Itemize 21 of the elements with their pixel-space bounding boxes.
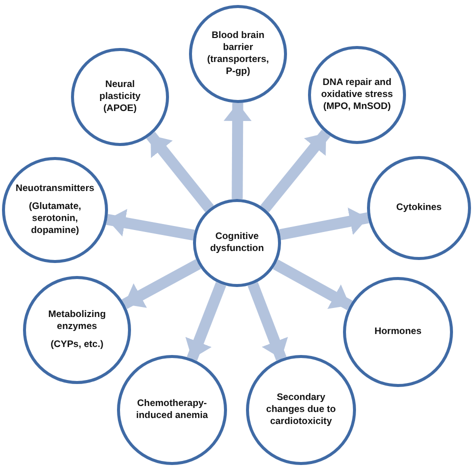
block-arrow bbox=[260, 130, 330, 212]
block-arrow bbox=[122, 259, 201, 310]
block-arrow bbox=[248, 282, 288, 361]
block-arrow bbox=[224, 102, 252, 200]
circle-label: Secondary changes due to cardiotoxicity bbox=[265, 392, 337, 428]
block-arrow bbox=[185, 282, 226, 361]
block-arrow bbox=[279, 207, 369, 240]
circle-label: DNA repair and oxidative stress (MPO, MnSOD) bbox=[321, 77, 393, 113]
block-arrow bbox=[106, 208, 195, 241]
circle-label: Metabolizing enzymes bbox=[47, 309, 107, 333]
circle-label: Chemotherapy-induced anemia bbox=[135, 398, 209, 422]
circle-label: Cognitive dysfunction bbox=[209, 231, 265, 255]
circle-label: (Glutamate, serotonin, dopamine) bbox=[28, 201, 82, 237]
circle-label: Hormones bbox=[374, 326, 422, 338]
circle-label: Neural plasticity (APOE) bbox=[98, 79, 142, 115]
circle-label: (CYPs, etc.) bbox=[50, 338, 104, 351]
circle-label: Blood brain barrier (transporters, P-gp) bbox=[206, 30, 270, 78]
block-arrow bbox=[272, 259, 353, 310]
block-arrow bbox=[146, 132, 214, 212]
circle-label: Neuotransmitters bbox=[16, 183, 94, 196]
circle-label: Cytokines bbox=[396, 202, 442, 214]
